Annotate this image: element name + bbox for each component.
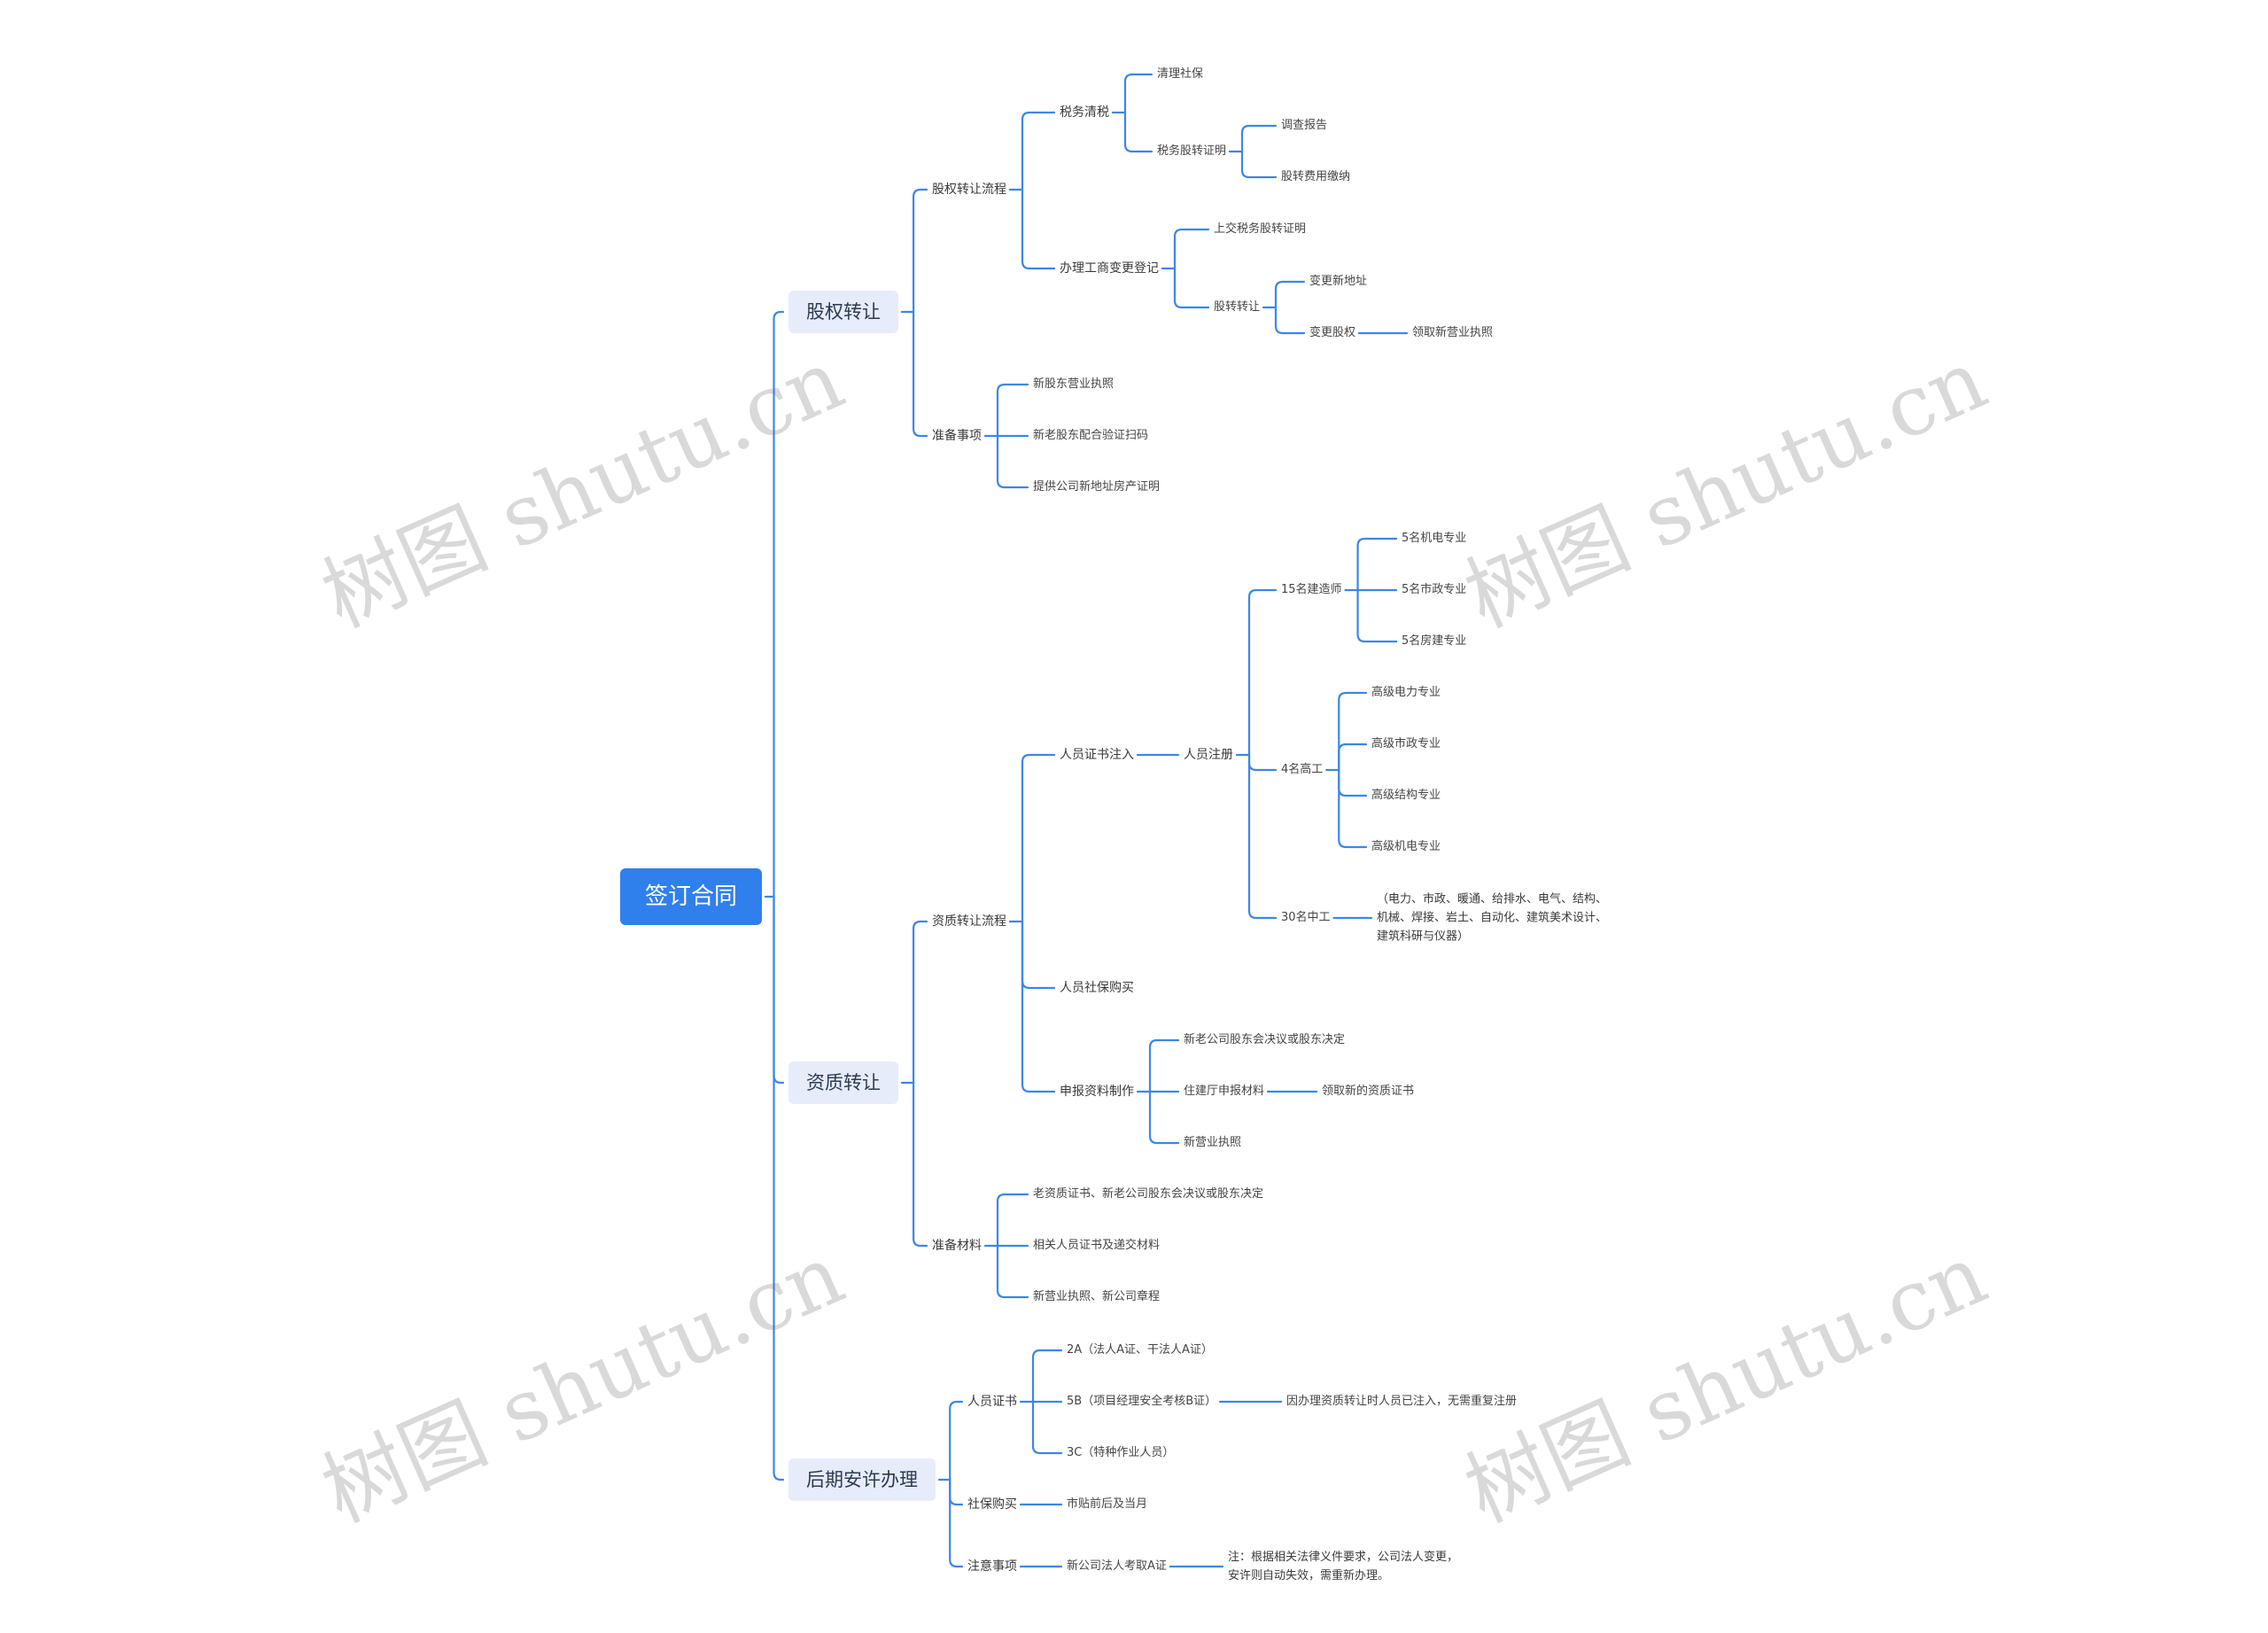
node-month-before-after[interactable]: 市贴前后及当月 — [1067, 1497, 1148, 1511]
node-senior-power[interactable]: 高级电力专业 — [1371, 686, 1441, 699]
connector-line — [1338, 768, 1368, 797]
node-new-license-articles[interactable]: 新营业执照、新公司章程 — [1033, 1290, 1161, 1303]
connector-line — [996, 1244, 1029, 1299]
node-15-constructors[interactable]: 15名建造师 — [1281, 583, 1342, 596]
connector-line — [773, 310, 785, 898]
branch-qualification-transfer[interactable]: 资质转让 — [788, 1061, 898, 1104]
node-property-certificate[interactable]: 提供公司新地址房产证明 — [1033, 480, 1161, 494]
node-personnel-certificate-injection[interactable]: 人员证书注入 — [1060, 748, 1134, 762]
node-municipal-5[interactable]: 5名市政专业 — [1402, 583, 1467, 596]
connector-line — [913, 188, 928, 314]
node-shareholder-verification[interactable]: 新老股东配合验证扫码 — [1033, 429, 1149, 442]
node-transfer-fee-payment[interactable]: 股转费用缴纳 — [1281, 170, 1351, 183]
node-new-business-license[interactable]: 领取新营业执照 — [1412, 326, 1494, 339]
node-clear-social-security[interactable]: 清理社保 — [1157, 67, 1204, 81]
node-housing-department-materials[interactable]: 住建厅申报材料 — [1184, 1085, 1265, 1098]
connector-line — [1247, 753, 1278, 772]
connector-line — [996, 434, 1029, 489]
node-qualification-process[interactable]: 资质转让流程 — [932, 914, 1006, 929]
connector-line — [1031, 1349, 1063, 1404]
root-node[interactable]: 签订合同 — [620, 868, 763, 925]
connector-line — [913, 310, 928, 438]
branch-equity-transfer[interactable]: 股权转让 — [788, 291, 898, 333]
node-new-qualification-certificate[interactable]: 领取新的资质证书 — [1322, 1085, 1415, 1098]
node-5b-certificates[interactable]: 5B（项目经理安全考核B证） — [1067, 1395, 1217, 1408]
connector-line — [1356, 537, 1398, 592]
node-tax-clearance[interactable]: 税务清税 — [1060, 105, 1109, 120]
node-shareholder-resolution[interactable]: 新老公司股东会决议或股东决定 — [1184, 1033, 1346, 1046]
connector-line — [1173, 228, 1210, 270]
node-personnel-certificates-materials[interactable]: 相关人员证书及递交材料 — [1033, 1239, 1161, 1252]
connector-line — [1356, 588, 1398, 643]
node-personnel-certificates[interactable]: 人员证书 — [967, 1395, 1017, 1409]
connector-line — [1247, 753, 1278, 920]
connector-line — [1274, 306, 1306, 335]
connector-line — [773, 895, 785, 1481]
node-senior-municipal[interactable]: 高级市政专业 — [1371, 737, 1441, 750]
connector-line — [949, 1478, 964, 1568]
connector-line — [1148, 1038, 1180, 1093]
node-equity-process[interactable]: 股权转让流程 — [932, 183, 1006, 197]
node-notes[interactable]: 注意事项 — [967, 1559, 1017, 1574]
connector-line — [1148, 1090, 1180, 1145]
node-investigation-report[interactable]: 调查报告 — [1281, 119, 1328, 132]
node-3c-certificates[interactable]: 3C（特种作业人员） — [1067, 1446, 1175, 1459]
node-30-mid-engineers[interactable]: 30名中工 — [1281, 911, 1331, 924]
node-no-re-registration[interactable]: 因办理资质转让时人员已注入，无需重复注册 — [1286, 1395, 1518, 1408]
node-legal-rep-a-certificate[interactable]: 新公司法人考取A证 — [1067, 1559, 1167, 1573]
connector-line — [1338, 691, 1368, 772]
node-change-equity[interactable]: 变更股权 — [1309, 326, 1356, 339]
connector-line — [1021, 753, 1056, 923]
connector-line — [1247, 588, 1278, 757]
connector-line — [1123, 73, 1153, 114]
node-building-5[interactable]: 5名房建专业 — [1402, 634, 1467, 648]
branch-later-permit[interactable]: 后期安许办理 — [788, 1458, 936, 1501]
node-senior-electromechanical[interactable]: 高级机电专业 — [1371, 840, 1441, 853]
connector-line — [1338, 768, 1368, 849]
connector-line — [1240, 150, 1278, 179]
connector-line — [913, 1081, 928, 1248]
connector-line — [913, 920, 928, 1085]
node-new-license[interactable]: 新营业执照 — [1184, 1136, 1242, 1149]
node-2a-certificates[interactable]: 2A（法人A证、干法人A证） — [1067, 1343, 1213, 1357]
node-submit-tax-certificate[interactable]: 上交税务股转证明 — [1214, 222, 1307, 236]
node-electromechanical-5[interactable]: 5名机电专业 — [1402, 532, 1467, 545]
connector-line — [1021, 920, 1056, 1093]
node-social-security[interactable]: 社保购买 — [967, 1497, 1017, 1512]
connector-line — [949, 1400, 964, 1481]
connector-line — [1123, 111, 1153, 153]
connector-line — [773, 895, 785, 1085]
connector-line — [1338, 743, 1368, 772]
node-personnel-registration[interactable]: 人员注册 — [1184, 748, 1233, 762]
node-senior-structure[interactable]: 高级结构专业 — [1371, 789, 1441, 802]
node-social-security-purchase[interactable]: 人员社保购买 — [1060, 981, 1134, 995]
connector-line — [1173, 267, 1210, 309]
node-change-address[interactable]: 变更新地址 — [1309, 275, 1368, 288]
node-tax-transfer-certificate[interactable]: 税务股转证明 — [1157, 144, 1227, 158]
connector-line — [1021, 111, 1056, 191]
connector-line — [1240, 124, 1278, 153]
connector-line — [1021, 920, 1056, 990]
node-preparation-items[interactable]: 准备事项 — [932, 429, 982, 443]
connector-line — [996, 383, 1029, 438]
connector-line — [1274, 280, 1306, 309]
node-old-certificate-resolution[interactable]: 老资质证书、新老公司股东会决议或股东决定 — [1033, 1187, 1264, 1201]
node-4-senior-engineers[interactable]: 4名高工 — [1281, 763, 1324, 776]
connector-line — [949, 1478, 964, 1506]
node-permit-invalid-note[interactable]: 注：根据相关法律义件要求，公司法人变更， 安许则自动失效，需重新办理。 — [1228, 1551, 1459, 1582]
connector-line — [1021, 188, 1056, 270]
node-application-materials[interactable]: 申报资料制作 — [1060, 1085, 1134, 1099]
connector-line — [996, 1193, 1029, 1248]
connector-line — [1031, 1400, 1063, 1455]
node-business-change-registration[interactable]: 办理工商变更登记 — [1060, 261, 1159, 276]
node-preparation-materials[interactable]: 准备材料 — [932, 1239, 982, 1253]
node-share-transfer[interactable]: 股转转让 — [1214, 300, 1261, 314]
node-mid-engineer-specialties[interactable]: （电力、市政、暖通、给排水、电气、结构、 机械、焊接、岩土、自动化、建筑美术设计… — [1377, 892, 1608, 944]
node-new-shareholder-license[interactable]: 新股东营业执照 — [1033, 377, 1115, 391]
